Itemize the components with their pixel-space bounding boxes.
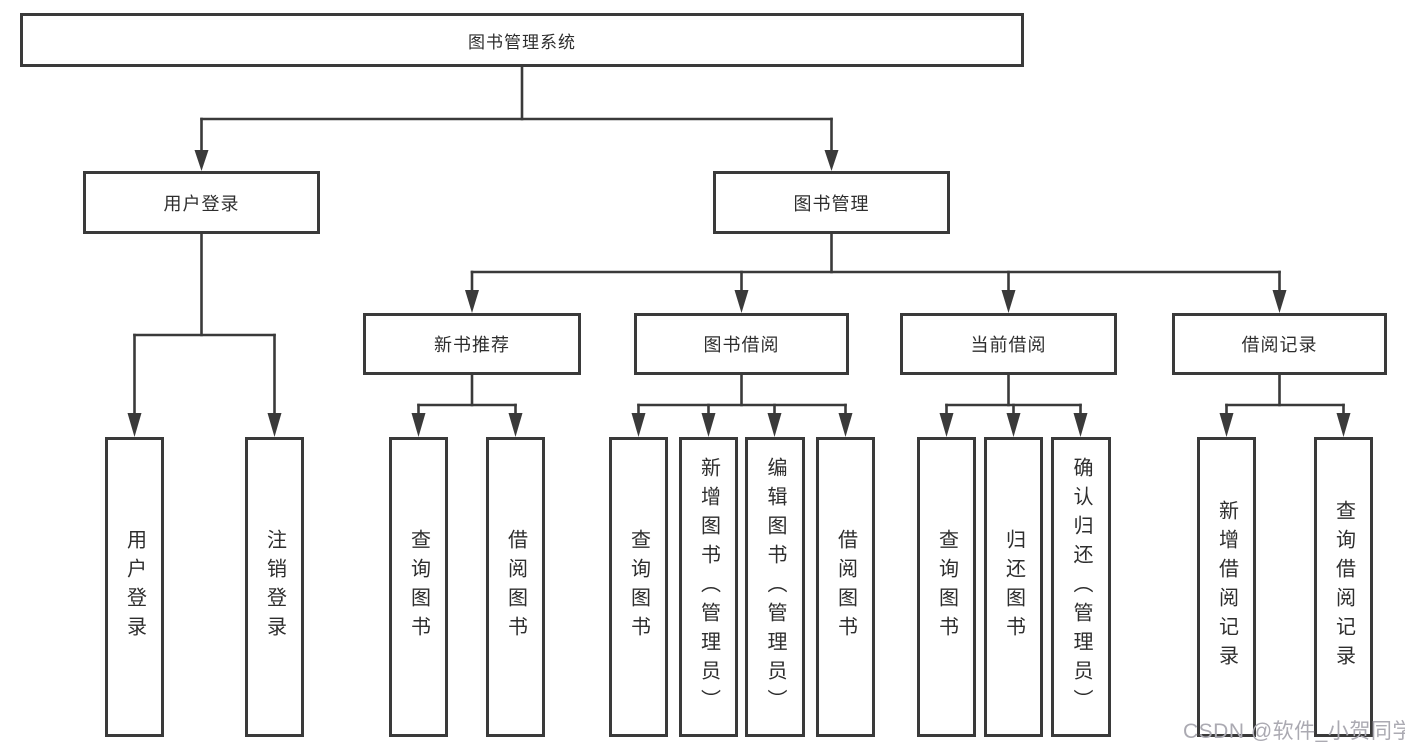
- leaf-add-books-admin: 新增图书（管理员）: [679, 437, 738, 737]
- leaf-query-books: 查询图书: [917, 437, 976, 737]
- leaf-label: 新增借阅记录: [1215, 500, 1238, 674]
- leaf-add-borrow-record: 新增借阅记录: [1197, 437, 1256, 737]
- node-current-borrowing: 当前借阅: [900, 313, 1117, 375]
- arrowhead: [465, 290, 479, 313]
- leaf-label: 确认归还（管理员）: [1070, 456, 1092, 718]
- node-label: 图书借阅: [703, 335, 780, 355]
- leaf-label: 编辑图书（管理员）: [764, 456, 786, 718]
- leaf-label: 查询图书: [935, 529, 958, 645]
- leaf-label: 查询图书: [407, 529, 430, 645]
- node-user-login: 用户登录: [83, 171, 320, 234]
- arrowhead: [631, 413, 646, 437]
- leaf-label: 查询图书: [627, 529, 650, 645]
- arrowhead: [824, 150, 839, 171]
- leaf-query-books: 查询图书: [609, 437, 668, 737]
- arrowhead: [701, 413, 716, 437]
- leaf-return-books: 归还图书: [984, 437, 1043, 737]
- leaf-query-books: 查询图书: [389, 437, 448, 737]
- arrowhead: [838, 413, 853, 437]
- csdn-watermark: CSDN @软件_小贺同学: [1183, 720, 1405, 743]
- leaf-confirm-return-admin: 确认归还（管理员）: [1051, 437, 1111, 737]
- arrowhead: [1001, 290, 1016, 313]
- leaf-edit-books-admin: 编辑图书（管理员）: [745, 437, 805, 737]
- arrowhead: [1336, 413, 1351, 437]
- node-label: 新书推荐: [434, 335, 510, 355]
- arrowhead: [767, 413, 782, 437]
- node-book-management: 图书管理: [713, 171, 950, 234]
- leaf-label: 用户登录: [123, 529, 146, 645]
- arrowhead: [1073, 413, 1088, 437]
- arrowhead: [411, 413, 426, 437]
- leaf-borrow-books: 借阅图书: [486, 437, 545, 737]
- arrowhead: [1219, 413, 1234, 437]
- arrowhead: [1272, 290, 1287, 313]
- node-book-borrowing: 图书借阅: [634, 313, 849, 375]
- node-label: 当前借阅: [970, 335, 1047, 355]
- arrowhead: [267, 413, 282, 437]
- leaf-query-borrow-record: 查询借阅记录: [1314, 437, 1373, 737]
- leaf-label: 借阅图书: [504, 529, 527, 645]
- node-label: 用户登录: [163, 193, 240, 214]
- arrowhead: [734, 290, 749, 313]
- leaf-user-login: 用户登录: [105, 437, 164, 737]
- arrowhead: [194, 150, 209, 171]
- node-label: 图书管理: [793, 193, 870, 214]
- leaf-label: 借阅图书: [834, 529, 857, 645]
- node-label: 借阅记录: [1241, 335, 1318, 355]
- arrowhead: [939, 413, 954, 437]
- arrowhead: [1006, 413, 1021, 437]
- leaf-borrow-books: 借阅图书: [816, 437, 875, 737]
- leaf-label: 注销登录: [263, 529, 286, 645]
- node-label: 图书管理系统: [468, 32, 576, 52]
- leaf-label: 归还图书: [1002, 529, 1025, 645]
- leaf-label: 新增图书（管理员）: [697, 456, 720, 718]
- arrowhead: [127, 413, 142, 437]
- leaf-label: 查询借阅记录: [1332, 500, 1355, 674]
- node-borrowing-records: 借阅记录: [1172, 313, 1387, 375]
- leaf-logout: 注销登录: [245, 437, 304, 737]
- node-library-management-system: 图书管理系统: [20, 13, 1024, 67]
- node-new-book-recommendation: 新书推荐: [363, 313, 581, 375]
- arrowhead: [508, 413, 523, 437]
